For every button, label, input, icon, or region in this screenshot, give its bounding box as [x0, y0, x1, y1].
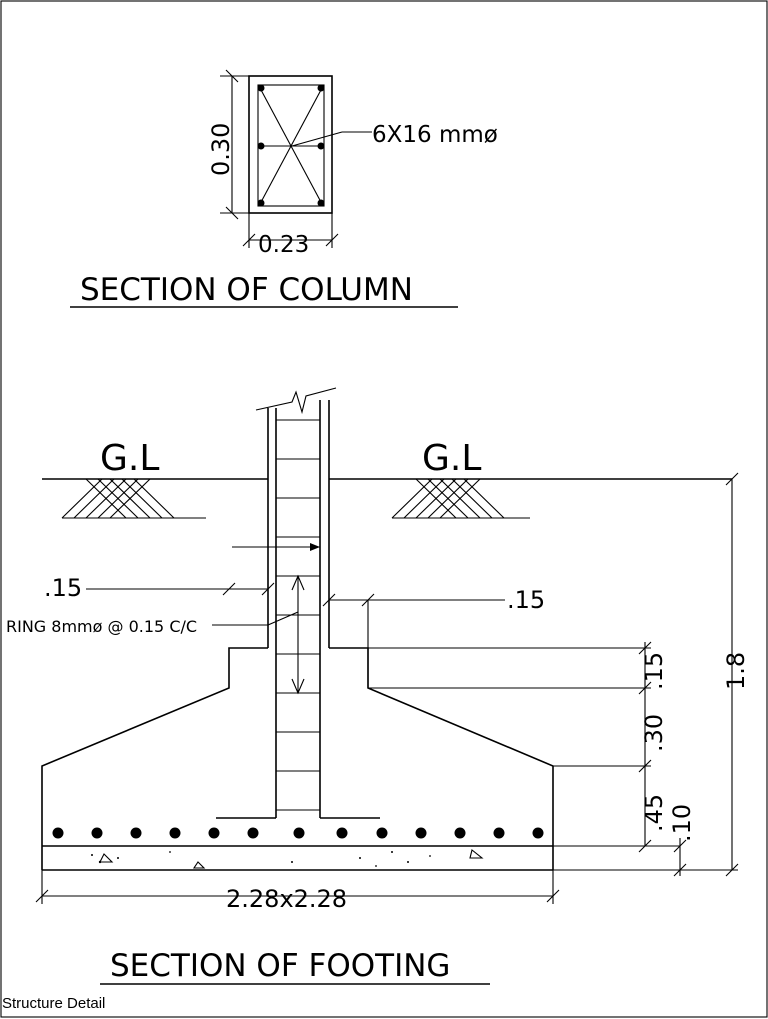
- gl-label-left: G.L: [100, 438, 159, 479]
- ring-label: RING 8mmø @ 0.15 C/C: [6, 617, 197, 636]
- drawing-caption: Structure Detail: [2, 995, 106, 1012]
- dim-right-15: .15: [507, 586, 545, 614]
- dim-v-10: .10: [668, 804, 696, 842]
- column-section: 6X16 mmø 0.30 0.23 SECTION OF COLUMN: [70, 69, 498, 308]
- footing-rebars: [52, 827, 544, 839]
- earth-hatch-left: [61, 478, 206, 519]
- column-shaft: [216, 387, 380, 819]
- gl-label-right: G.L: [422, 438, 481, 479]
- column-depth-label: 0.30: [207, 123, 235, 176]
- column-rebars: [257, 84, 325, 207]
- column-bars-label: 6X16 mmø: [372, 122, 498, 148]
- footing-size-label: 2.28x2.28: [226, 885, 347, 913]
- dim-left-15: .15: [44, 574, 82, 602]
- depth-total-label: 1.8: [722, 652, 750, 690]
- dim-v-30: .30: [640, 714, 668, 752]
- pcc-speckle: [91, 849, 484, 869]
- dim-v-45: .45: [640, 794, 668, 832]
- footing-section-title: SECTION OF FOOTING: [110, 948, 450, 984]
- earth-hatch-right: [391, 478, 530, 519]
- column-outline: [248, 75, 333, 214]
- footing-section: G.L G.L: [6, 387, 750, 985]
- column-width-label: 0.23: [258, 232, 309, 258]
- dim-v-15: .15: [640, 652, 668, 690]
- column-section-title: SECTION OF COLUMN: [80, 272, 413, 308]
